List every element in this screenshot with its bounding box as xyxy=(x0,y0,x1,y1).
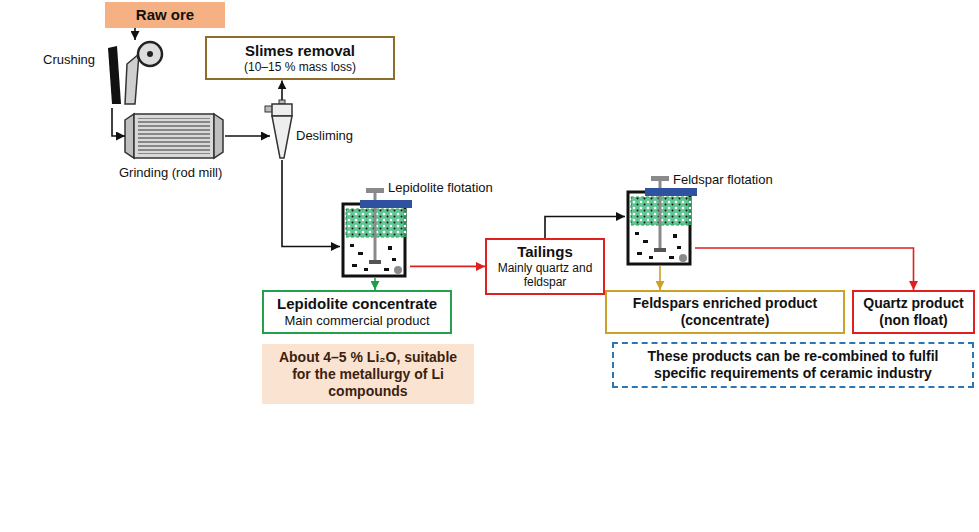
flow-arrow xyxy=(374,278,376,290)
flow-arrow xyxy=(410,266,485,268)
tailings-box: TailingsMainly quartz and feldspar xyxy=(485,238,605,295)
box-title: About 4–5 % Li₂O, suitable for the metal… xyxy=(268,349,468,399)
equipment-node: Crushing xyxy=(105,40,165,108)
input-box: Raw ore xyxy=(105,2,225,28)
box-subtitle: (10–15 % mass loss) xyxy=(244,60,356,74)
equipment-label: Lepidolite flotation xyxy=(388,180,493,196)
jaw-crusher xyxy=(108,42,162,104)
equipment-node: Feldspar flotation xyxy=(625,176,695,266)
flotation-cell xyxy=(343,188,412,276)
equipment-label: Grinding (rod mill) xyxy=(119,165,222,181)
box-title: Raw ore xyxy=(136,6,194,24)
output-box: Slimes removal(10–15 % mass loss) xyxy=(205,36,395,80)
equipment-node: Desliming xyxy=(270,100,294,160)
box-subtitle: Mainly quartz and feldspar xyxy=(493,261,597,290)
flow-arrow xyxy=(134,28,136,40)
box-title: Quartz product (non float) xyxy=(859,295,968,329)
product-box: Feldspars enriched product (concentrate) xyxy=(605,290,845,334)
box-title: Slimes removal xyxy=(245,42,355,60)
flow-arrow xyxy=(545,217,625,239)
box-title: These products can be re-combined to ful… xyxy=(622,348,964,382)
equipment-node: Lepidolite flotation xyxy=(340,188,410,278)
equipment-label: Crushing xyxy=(43,52,95,68)
box-title: Lepidolite concentrate xyxy=(277,295,437,313)
flow-arrow xyxy=(112,108,125,136)
flotation-cell xyxy=(628,176,697,264)
note-box: These products can be re-combined to ful… xyxy=(612,342,974,388)
flow-arrow xyxy=(695,248,914,290)
box-title: Tailings xyxy=(517,243,573,261)
note-box: About 4–5 % Li₂O, suitable for the metal… xyxy=(262,344,474,404)
box-subtitle: Main commercial product xyxy=(284,313,429,329)
equipment-node: Grinding (rod mill) xyxy=(125,112,225,160)
flow-arrow xyxy=(282,160,340,247)
product-box: Lepidolite concentrateMain commercial pr… xyxy=(262,290,452,334)
hydrocyclone xyxy=(265,100,292,158)
product-box: Quartz product (non float) xyxy=(852,290,975,334)
flow-arrow xyxy=(225,135,270,137)
flow-arrow xyxy=(659,266,661,290)
equipment-label: Desliming xyxy=(296,128,353,144)
box-title: Feldspars enriched product (concentrate) xyxy=(613,295,837,329)
equipment-label: Feldspar flotation xyxy=(673,172,773,188)
flow-arrow xyxy=(281,80,283,100)
rod-mill xyxy=(125,114,223,158)
